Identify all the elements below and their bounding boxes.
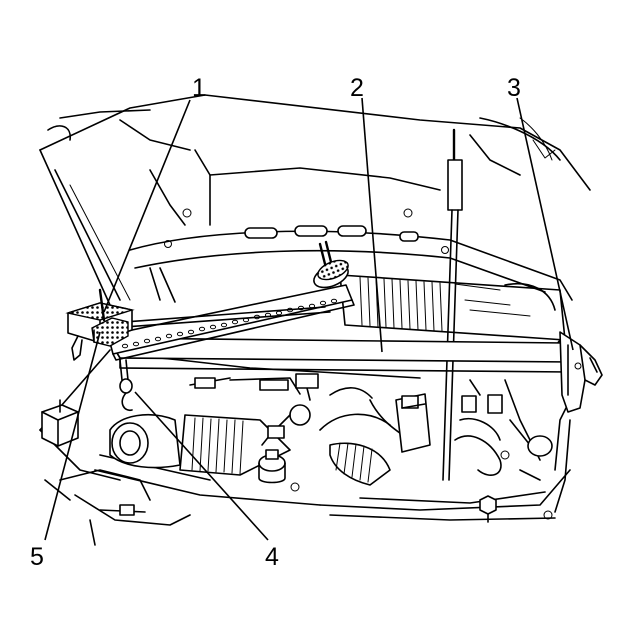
leader-line-3 — [516, 97, 574, 351]
leader-line-5 — [44, 331, 101, 541]
leader-line-4 — [134, 391, 269, 541]
hood-prop-rod — [442, 128, 463, 481]
leader-line-2 — [361, 97, 383, 353]
right-support-bracket — [559, 331, 603, 413]
right-adjuster-knob — [313, 240, 349, 289]
callout-5: 5 — [30, 543, 44, 571]
hood-edge-left — [39, 149, 131, 306]
support-rod — [124, 306, 331, 328]
callout-1: 1 — [192, 74, 206, 102]
engine-support-bar — [107, 337, 573, 373]
lifting-hook — [119, 359, 133, 412]
callout-2: 2 — [350, 74, 364, 102]
callout-4: 4 — [265, 543, 279, 571]
callout-3: 3 — [507, 74, 521, 102]
hood-panel — [39, 94, 591, 226]
corrugated-duct — [339, 274, 566, 341]
engine-components — [39, 339, 581, 546]
leader-line-1 — [103, 99, 191, 313]
left-adjuster-knob — [91, 288, 129, 347]
bar-holes — [121, 298, 338, 349]
leader-lines — [44, 97, 574, 541]
cowl-panel — [129, 225, 573, 303]
